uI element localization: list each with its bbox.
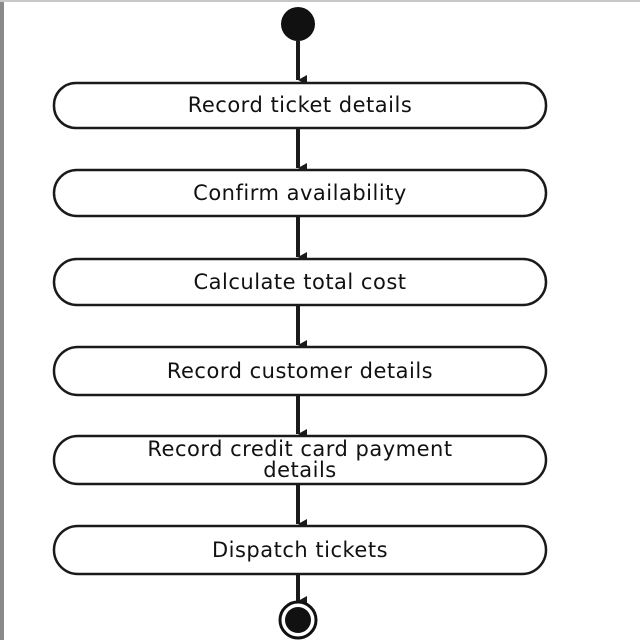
activity-box-calculate-total-cost [52,257,548,307]
activity-box-dispatch-tickets [52,524,548,576]
activity-box-confirm-availability [52,168,548,218]
activity-box-record-ticket-details [52,81,548,130]
activity-box-record-customer-details [52,345,548,397]
final-node [285,607,311,633]
activity-box-record-payment-details [52,434,548,486]
initial-node [281,7,315,41]
frame-border-top [0,0,640,2]
frame-border-left [0,0,4,640]
